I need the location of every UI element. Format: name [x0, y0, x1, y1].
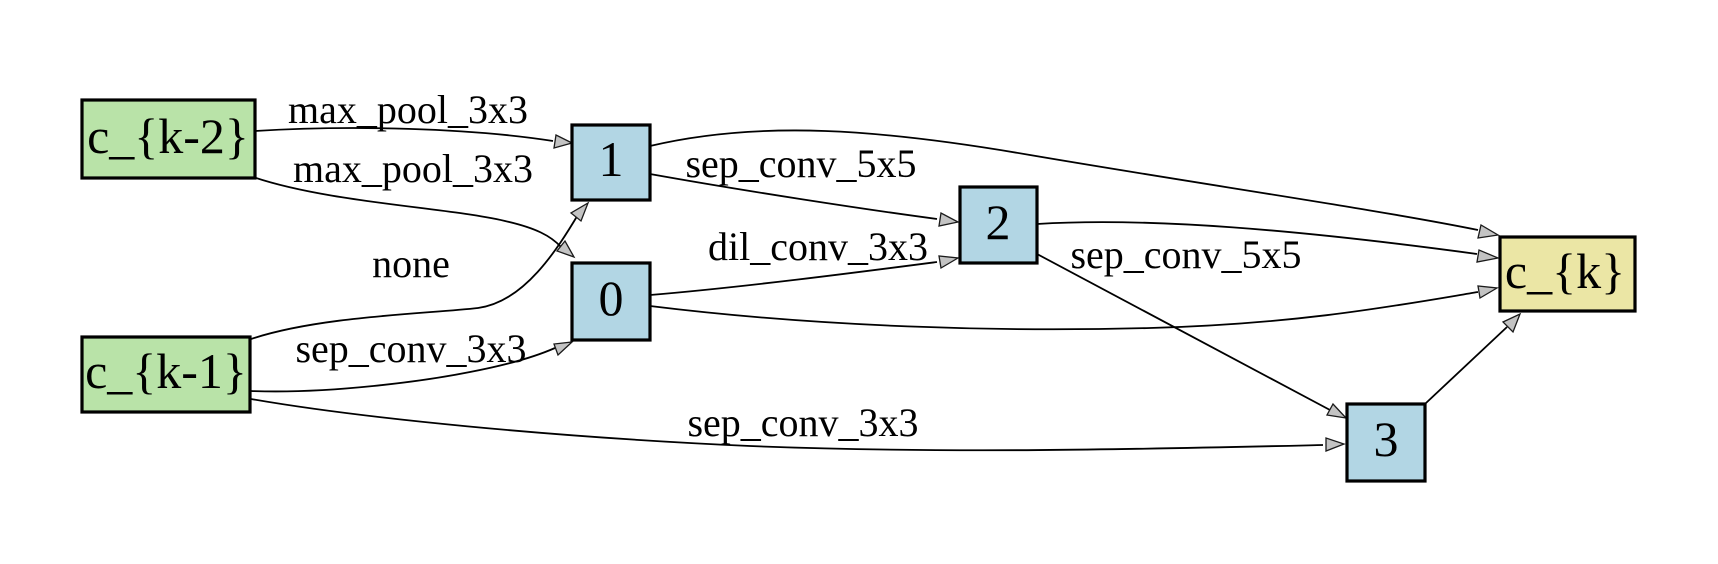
edge-label-ck1-1: none: [372, 241, 450, 286]
edge-label-ck2-1: max_pool_3x3: [288, 87, 528, 132]
arrowhead: [555, 239, 576, 259]
node-ck-1: c_{k-1}: [80, 335, 252, 414]
node-0-label: 0: [599, 270, 624, 326]
node-2-label: 2: [986, 194, 1011, 250]
arrowhead: [1477, 285, 1500, 300]
edge-1-to-ck: [649, 129, 1500, 239]
node-ck-2-label: c_{k-2}: [87, 108, 249, 164]
node-2: 2: [958, 185, 1039, 265]
node-1: 1: [570, 123, 652, 202]
edge-1-to-2: [649, 173, 960, 227]
edge-label-ck1-3: sep_conv_3x3: [687, 400, 918, 445]
node-ck-1-label: c_{k-1}: [85, 343, 247, 399]
edge-label-1-2: sep_conv_5x5: [685, 141, 916, 186]
edge-ck1-to-1: [250, 201, 590, 340]
edge-ck2-to-1: [254, 127, 574, 149]
node-0: 0: [570, 261, 652, 342]
arrowhead: [938, 255, 961, 270]
edge-0-to-ck: [649, 285, 1500, 331]
node-ck-2: c_{k-2}: [80, 98, 257, 180]
edge-label-2-3: sep_conv_5x5: [1070, 232, 1301, 277]
arrowhead: [1476, 249, 1501, 263]
node-1-label: 1: [599, 131, 624, 187]
edge-label-ck2-0: max_pool_3x3: [293, 146, 533, 191]
node-ck-label: c_{k}: [1505, 243, 1625, 299]
edge-2-to-3: [1036, 253, 1348, 419]
arrowhead: [938, 211, 960, 227]
arrowhead: [1325, 402, 1348, 419]
edge-ck1-to-3: [250, 398, 1346, 452]
edge-0-to-2: [649, 255, 961, 296]
arrowhead: [553, 134, 574, 149]
edge-label-ck1-0: sep_conv_3x3: [295, 326, 526, 371]
edge-3-to-ck: [1425, 312, 1522, 404]
arrowhead: [1477, 223, 1500, 239]
arrowhead: [1325, 437, 1346, 452]
edge-label-0-2: dil_conv_3x3: [708, 224, 928, 269]
node-ck: c_{k}: [1498, 235, 1637, 313]
node-3: 3: [1345, 402, 1427, 483]
arrowhead: [569, 201, 590, 223]
edge-ck2-to-0: [252, 176, 576, 259]
node-3-label: 3: [1374, 411, 1399, 467]
arrowhead: [553, 341, 574, 357]
arrowhead: [1501, 312, 1522, 334]
edge-2-to-ck: [1036, 221, 1501, 263]
edge-ck1-to-0: [250, 341, 574, 393]
